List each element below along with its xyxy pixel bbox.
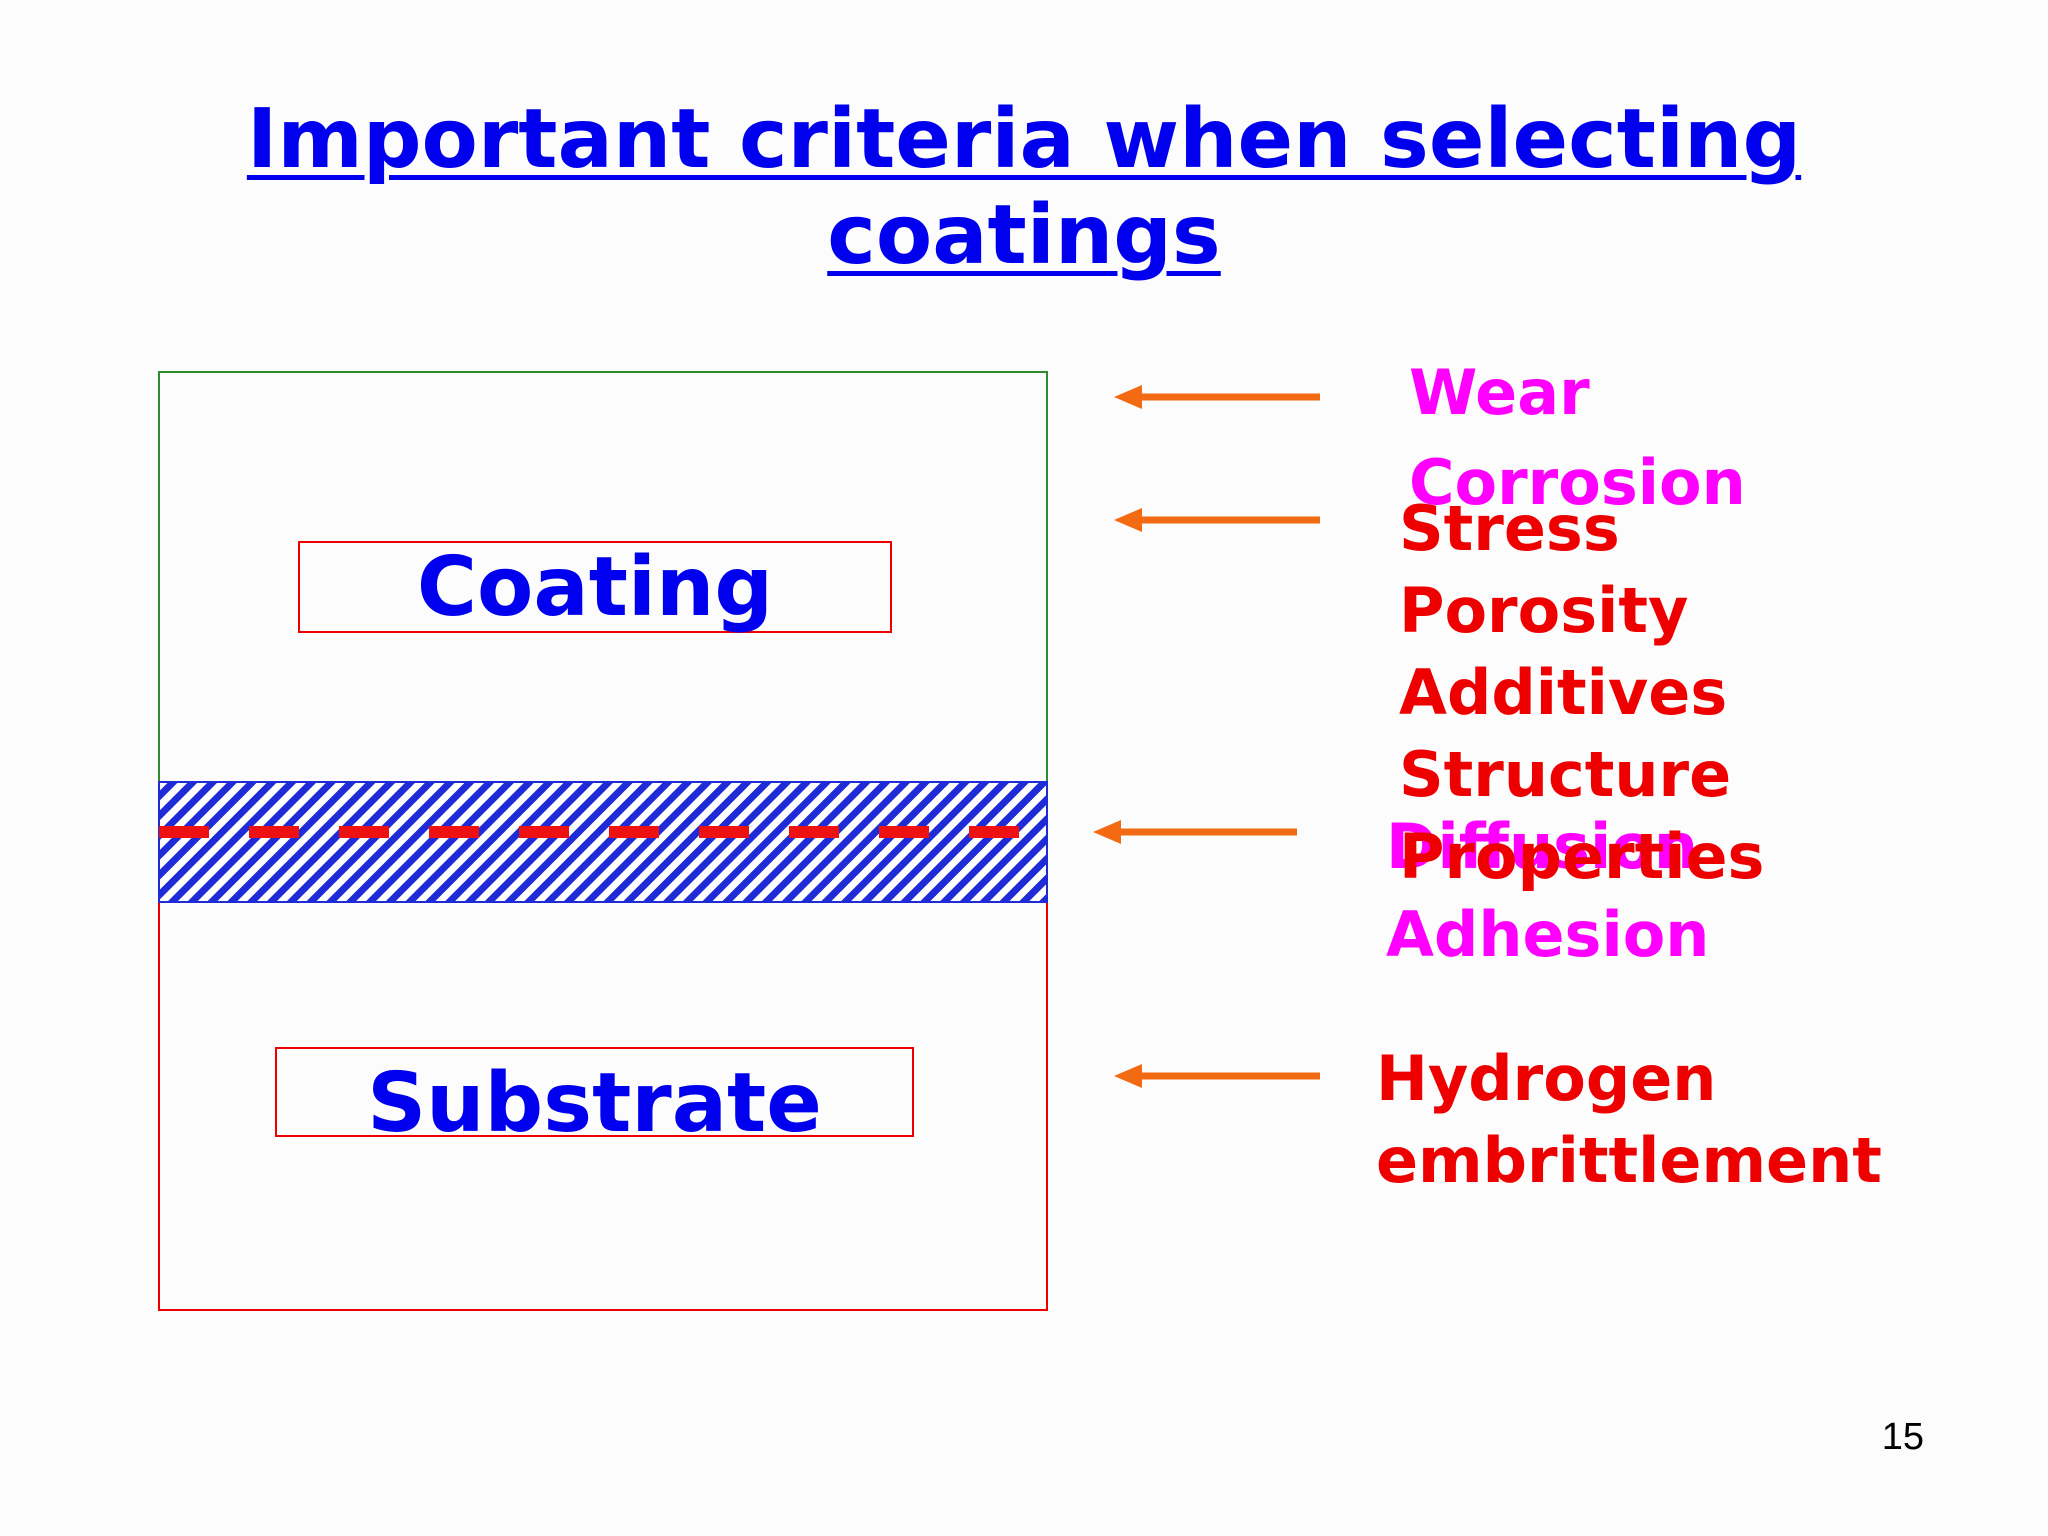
interface-layer: [158, 781, 1048, 903]
arrow-hydrogen: [1114, 1064, 1320, 1088]
criterion-hydrogen: Hydrogen: [1376, 1042, 1717, 1115]
criterion-adhesion: Adhesion: [1386, 898, 1710, 971]
substrate-label-box: [275, 1047, 914, 1137]
slide-title: Important criteria when selecting coatin…: [0, 92, 2048, 284]
title-line-1: Important criteria when selecting: [246, 92, 1802, 187]
criterion-corrosion: Corrosion: [1409, 446, 1746, 519]
arrow-wear: [1114, 385, 1320, 409]
arrow-interface: [1093, 820, 1297, 844]
page-number: 15: [1881, 1416, 1924, 1458]
substrate-label: Substrate: [367, 1056, 822, 1151]
criterion-additives: Additives: [1399, 656, 1728, 729]
criterion-diffusion: Diffusion: [1386, 810, 1698, 883]
arrow-stress: [1114, 508, 1320, 532]
criterion-embrittlement: embrittlement: [1376, 1124, 1882, 1197]
coating-layer: [158, 371, 1048, 783]
coating-label: Coating: [416, 540, 774, 635]
substrate-layer: [158, 901, 1048, 1311]
criterion-stress: Stress: [1399, 492, 1620, 565]
criterion-porosity: Porosity: [1399, 574, 1689, 647]
criterion-properties: Properties: [1399, 820, 1765, 893]
title-line-2: coatings: [827, 188, 1221, 283]
coating-label-box: [298, 541, 892, 633]
criterion-wear: Wear: [1409, 356, 1590, 429]
criterion-structure: Structure: [1399, 738, 1732, 811]
